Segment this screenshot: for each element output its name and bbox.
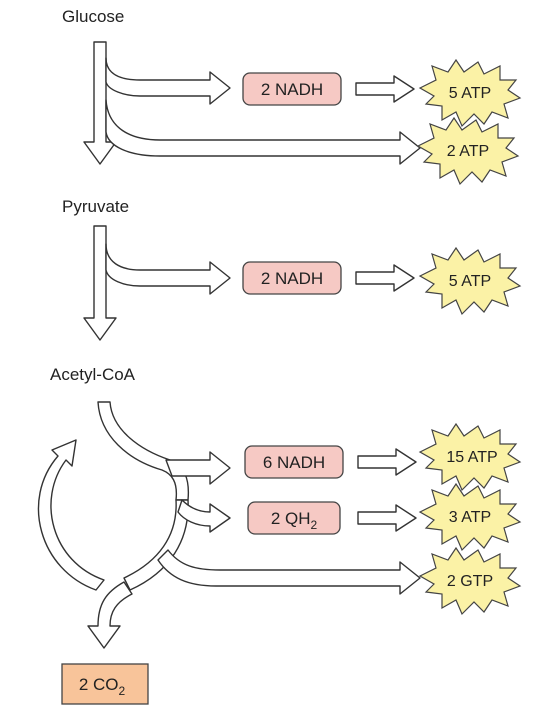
cycle-qh2-text: 2 QH2 (271, 509, 318, 532)
cycle-to-qh2-arrow (177, 499, 231, 533)
glucose-to-nadh-arrow (105, 57, 231, 105)
co2-box (61, 663, 149, 705)
cycle-qh2-box (247, 501, 341, 535)
glycolysis-nadh-to-atp-arrow (355, 75, 415, 103)
cycle-nadh-label: 6 NADH (263, 453, 325, 472)
glycolysis-nadh-atp-starburst: 5 ATP (418, 58, 522, 128)
glucose-to-atp-arrow (105, 99, 421, 165)
co2-text: 2 CO2 (79, 675, 126, 698)
starburst-shape (418, 422, 522, 492)
acetyl-coa-entry-arrow (97, 401, 190, 501)
starburst-shape (416, 116, 520, 186)
acetyl-coa-label: Acetyl-CoA (50, 365, 136, 384)
cycle-gtp-starburst: 2 GTP (418, 546, 522, 616)
glycolysis-nadh-label: 2 NADH (261, 80, 323, 99)
glycolysis-direct-atp-label: 2 ATP (447, 143, 489, 160)
pyruvate-label: Pyruvate (62, 197, 129, 216)
glucose-down-arrow (83, 41, 117, 165)
cycle-nadh-box (244, 445, 344, 479)
starburst-shape (418, 546, 522, 616)
cycle-qh2-subscript: 2 (311, 518, 318, 532)
co2-down-arrow (87, 581, 133, 649)
cycle-nadh-atp-starburst: 15 ATP (418, 422, 522, 492)
starburst-shape (418, 482, 522, 552)
pyruvate-nadh-to-atp-arrow (355, 264, 415, 292)
pyruvate-atp-label: 5 ATP (449, 273, 491, 290)
cycle-to-nadh-arrow (165, 451, 231, 485)
cycle-gtp-label: 2 GTP (447, 573, 493, 590)
starburst-shape (418, 246, 522, 316)
pyruvate-atp-starburst: 5 ATP (418, 246, 522, 316)
cycle-loop-arrow (37, 439, 105, 591)
glucose-label: Glucose (62, 7, 124, 26)
co2-subscript: 2 (119, 684, 126, 698)
pyruvate-down-arrow (83, 225, 117, 341)
starburst-shape (418, 58, 522, 128)
cycle-to-gtp-arrow (157, 549, 421, 595)
glycolysis-direct-atp-starburst: 2 ATP (416, 116, 520, 186)
cycle-nadh-atp-label: 15 ATP (446, 449, 497, 466)
cycle-qh2-atp-label: 3 ATP (449, 509, 491, 526)
pyruvate-to-nadh-arrow (105, 243, 231, 295)
glycolysis-nadh-box (242, 72, 342, 106)
pyruvate-nadh-box (242, 261, 342, 295)
pyruvate-nadh-label: 2 NADH (261, 269, 323, 288)
glycolysis-nadh-atp-label: 5 ATP (449, 85, 491, 102)
cycle-nadh-to-atp-arrow (357, 448, 417, 476)
cycle-qh2-atp-starburst: 3 ATP (418, 482, 522, 552)
cycle-qh2-label: 2 QH (271, 509, 311, 528)
cycle-qh2-to-atp-arrow (357, 504, 417, 532)
co2-label: 2 CO (79, 675, 119, 694)
